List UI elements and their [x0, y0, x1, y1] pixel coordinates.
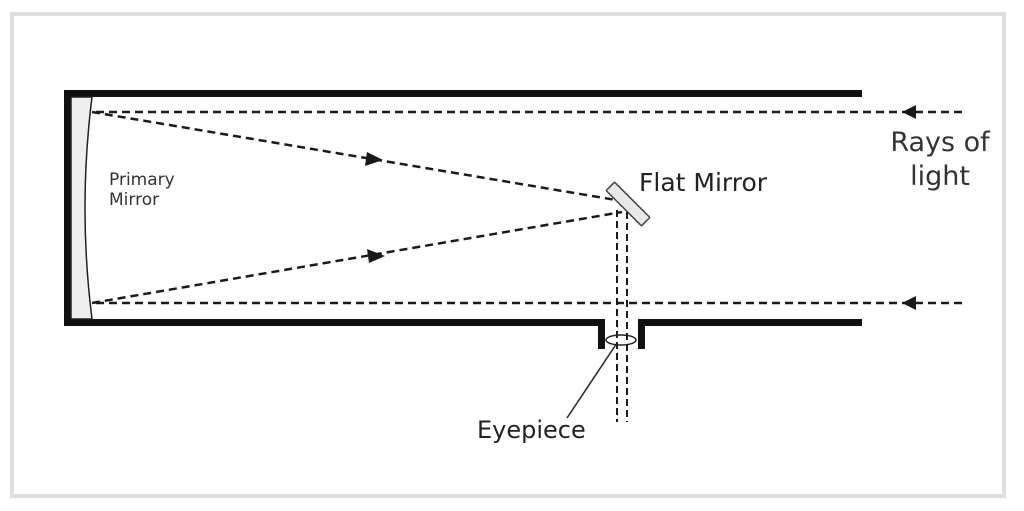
eyepiece-lens: [605, 334, 637, 346]
primary-mirror-label-text: Primary Mirror: [109, 170, 175, 210]
exit-rays: [616, 210, 628, 422]
flat-mirror-label: Flat Mirror: [639, 168, 768, 197]
telescope-tube: [64, 90, 862, 349]
arrow-reflected-upper: [365, 152, 383, 166]
rays-of-light-label-text: Rays of light: [890, 127, 990, 192]
flat-mirror: [605, 181, 651, 227]
reflected-ray-lower: [91, 210, 623, 305]
ray-arrows: [365, 105, 916, 310]
primary-mirror-label: Primary Mirror: [109, 170, 175, 210]
reflected-ray-upper: [91, 110, 617, 202]
rays-of-light-label: Rays of light: [880, 126, 1000, 194]
eyepiece-label: Eyepiece: [477, 416, 586, 444]
arrow-incoming-top: [902, 105, 916, 119]
arrow-incoming-bottom: [902, 296, 916, 310]
arrow-reflected-lower: [367, 249, 385, 263]
primary-mirror: [70, 96, 93, 320]
light-rays: [91, 110, 962, 305]
eyepiece-leader-line: [566, 342, 618, 419]
